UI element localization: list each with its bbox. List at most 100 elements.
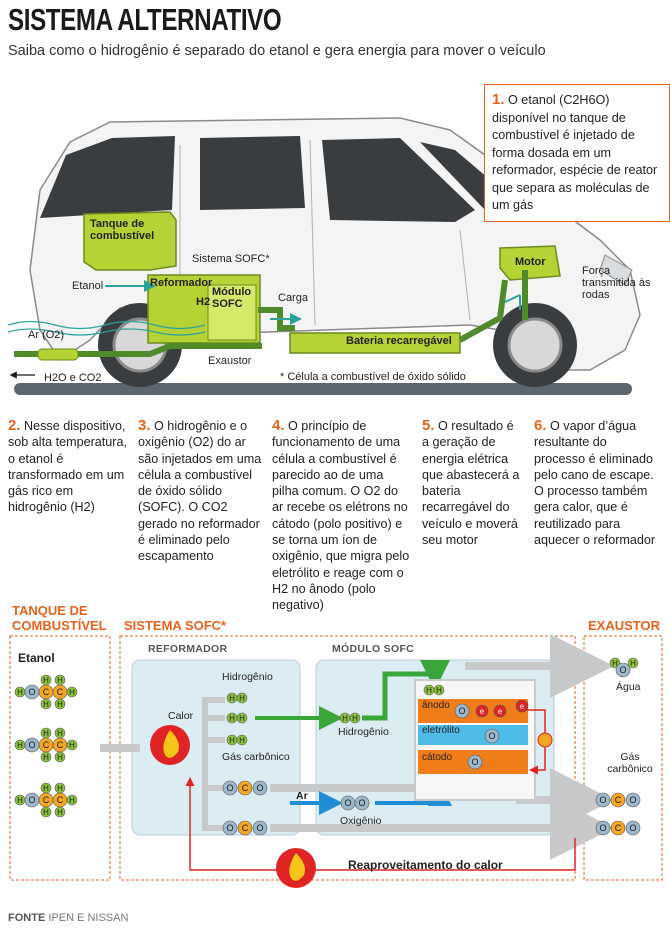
air-intake-line — [7, 320, 206, 330]
ethanol-3-c-symbol: C — [57, 795, 64, 805]
step-6-number: 6. — [534, 417, 547, 434]
cathode-o-atom — [467, 754, 483, 770]
label-fuel-tank: Tanque de combustível — [90, 218, 155, 242]
electron-atom — [515, 699, 529, 713]
anode-o-atom — [454, 703, 470, 719]
step-3-text: O hidrogênio e o oxigênio (O2) do ar são… — [138, 419, 262, 564]
ethanol-3-h-atom — [54, 806, 66, 818]
ethanol-3-o-symbol: O — [28, 795, 35, 805]
ethanol-1-h-symbol: H — [17, 688, 23, 697]
h2-anode-atom — [433, 684, 445, 696]
co2-c-c-atom — [610, 792, 626, 808]
source-value: IPEN E NISSAN — [48, 912, 129, 924]
label-heat: Calor — [168, 710, 194, 722]
ethanol-3-h-atom — [66, 794, 78, 806]
step-1-number: 1. — [492, 91, 505, 108]
ethanol-2-o-symbol: O — [28, 740, 35, 750]
electron-symbol: e — [520, 702, 525, 711]
h2-2-symbol: H — [239, 714, 245, 723]
ethanol-1-h-symbol: H — [57, 700, 63, 709]
page-subtitle: Saiba como o hidrogênio é separado do et… — [8, 43, 546, 59]
co2-d-o-symbol: O — [629, 823, 636, 833]
headlight — [599, 254, 633, 286]
co2-a-o-symbol: O — [256, 783, 263, 793]
ethanol-2-h-symbol: H — [57, 753, 63, 762]
electron-symbol: e — [480, 707, 485, 716]
label-air: Ar (O2) — [28, 329, 65, 341]
load-icon — [537, 732, 553, 748]
co2-a-c-atom — [237, 780, 253, 796]
h2-3-symbol: H — [229, 736, 235, 745]
ethanol-3-h-symbol: H — [69, 796, 75, 805]
step-2-number: 2. — [8, 417, 21, 434]
source-line: FONTE IPEN E NISSAN — [8, 912, 128, 924]
anode-layer — [418, 699, 528, 723]
ethanol-3-h-symbol: H — [17, 796, 23, 805]
source-label: FONTE — [8, 912, 46, 924]
label-battery: Bateria recarregável — [346, 335, 452, 347]
ethanol-1-h-symbol: H — [43, 676, 49, 685]
h2-1-symbol: H — [229, 694, 235, 703]
label-ethanol: Etanol — [72, 280, 104, 292]
co2-b-o-symbol: O — [226, 823, 233, 833]
battery-block — [289, 332, 461, 354]
co2-a-o-atom — [252, 780, 268, 796]
ethanol-1-c-symbol: C — [43, 687, 50, 697]
co2-d-o-symbol: O — [599, 823, 606, 833]
co2-d-c-symbol: C — [615, 823, 622, 833]
o2-in-symbol: O — [358, 798, 365, 808]
ethanol-1-h-atom — [54, 674, 66, 686]
hydrogen-flow — [362, 660, 450, 721]
ethanol-1-h-atom — [54, 698, 66, 710]
section-exhaust: EXAUSTOR — [588, 618, 660, 633]
step-6: 6. O vapor d’água resultante do processo… — [534, 417, 660, 548]
frame-tank — [9, 635, 111, 881]
ethanol-2-h-symbol: H — [57, 729, 63, 738]
co2-b-o-atom — [222, 820, 238, 836]
ethanol-3-h-symbol: H — [57, 784, 63, 793]
co2-d-c-atom — [610, 820, 626, 836]
label-motor: Motor — [515, 256, 546, 268]
co2-c-o-symbol: O — [599, 795, 606, 805]
electron-symbol: e — [498, 707, 503, 716]
frame-sofc — [119, 635, 576, 881]
step-1-text: O etanol (C2H6O) disponível no tanque de… — [492, 93, 658, 212]
ethanol-1-h-atom — [40, 698, 52, 710]
car-side-window-1 — [200, 136, 305, 210]
label-carbon-gas: Gás carbônico — [222, 751, 290, 763]
water-h-symbol: H — [612, 659, 618, 668]
ethanol-2-h-atom — [40, 751, 52, 763]
electrolyte-layer — [418, 725, 528, 745]
step-4-text: O princípio de funcionamento de uma célu… — [272, 419, 410, 613]
h2-2-symbol: H — [229, 714, 235, 723]
h2-anode-symbol: H — [436, 686, 442, 695]
ethanol-3-h-symbol: H — [43, 808, 49, 817]
sofc-module-block — [207, 284, 257, 341]
label-h2: H2 — [196, 296, 211, 308]
ethanol-3-h-atom — [40, 806, 52, 818]
co2-c-o-symbol: O — [629, 795, 636, 805]
fuel-tank — [83, 211, 177, 271]
h2-3-symbol: H — [239, 736, 245, 745]
label-air-in: Ar — [296, 790, 308, 802]
electron-atom — [475, 704, 489, 718]
ethanol-1-c-symbol: C — [57, 687, 64, 697]
step-3-number: 3. — [138, 417, 151, 434]
motor-block — [499, 245, 561, 281]
ethanol-3-h-symbol: H — [43, 784, 49, 793]
step-6-text: O vapor d’água resultante do processo é … — [534, 419, 656, 548]
o2-in-symbol: O — [344, 798, 351, 808]
co2-c-c-symbol: C — [615, 795, 622, 805]
exhaust-pipe — [14, 343, 262, 357]
step-2: 2. Nesse dispositivo, sob alta temperatu… — [8, 417, 133, 516]
heat-loop — [185, 777, 576, 871]
co2-d-o-atom — [595, 820, 611, 836]
water-o-atom — [615, 662, 631, 678]
ethanol-2-h-symbol: H — [43, 753, 49, 762]
co2-c-o-atom — [595, 792, 611, 808]
section-sofc: SISTEMA SOFC* — [124, 618, 227, 633]
frame-exhaust — [583, 635, 663, 881]
ethanol-2-h-symbol: H — [17, 741, 23, 750]
